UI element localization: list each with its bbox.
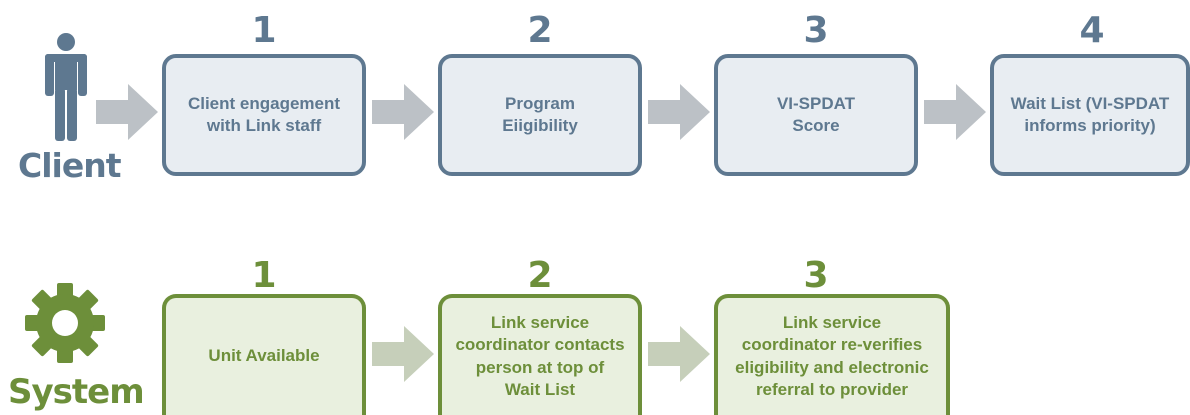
step-number: 2	[527, 10, 553, 51]
arrow-right-icon	[372, 84, 434, 140]
gear-icon	[25, 283, 105, 363]
arrow-right-icon	[96, 84, 158, 140]
arrow-right-icon	[648, 326, 710, 382]
client-step-box: VI-SPDAT Score	[714, 54, 918, 176]
system-label: System	[8, 372, 145, 412]
client-step-box: Wait List (VI-SPDAT informs priority)	[990, 54, 1190, 176]
person-icon	[45, 33, 87, 141]
step-number: 3	[803, 255, 829, 296]
arrow-right-icon	[372, 326, 434, 382]
system-step-box: Unit Available	[162, 294, 366, 415]
arrow-right-icon	[648, 84, 710, 140]
step-number: 1	[251, 255, 277, 296]
step-number: 4	[1079, 10, 1105, 51]
system-step-box: Link service coordinator re-verifies eli…	[714, 294, 950, 415]
step-number: 1	[251, 10, 277, 51]
arrow-right-icon	[924, 84, 986, 140]
client-step-box: Program Eiigibility	[438, 54, 642, 176]
client-step-box: Client engagement with Link staff	[162, 54, 366, 176]
step-number: 2	[527, 255, 553, 296]
step-number: 3	[803, 10, 829, 51]
system-step-box: Link service coordinator contacts person…	[438, 294, 642, 415]
client-label: Client	[18, 146, 121, 185]
